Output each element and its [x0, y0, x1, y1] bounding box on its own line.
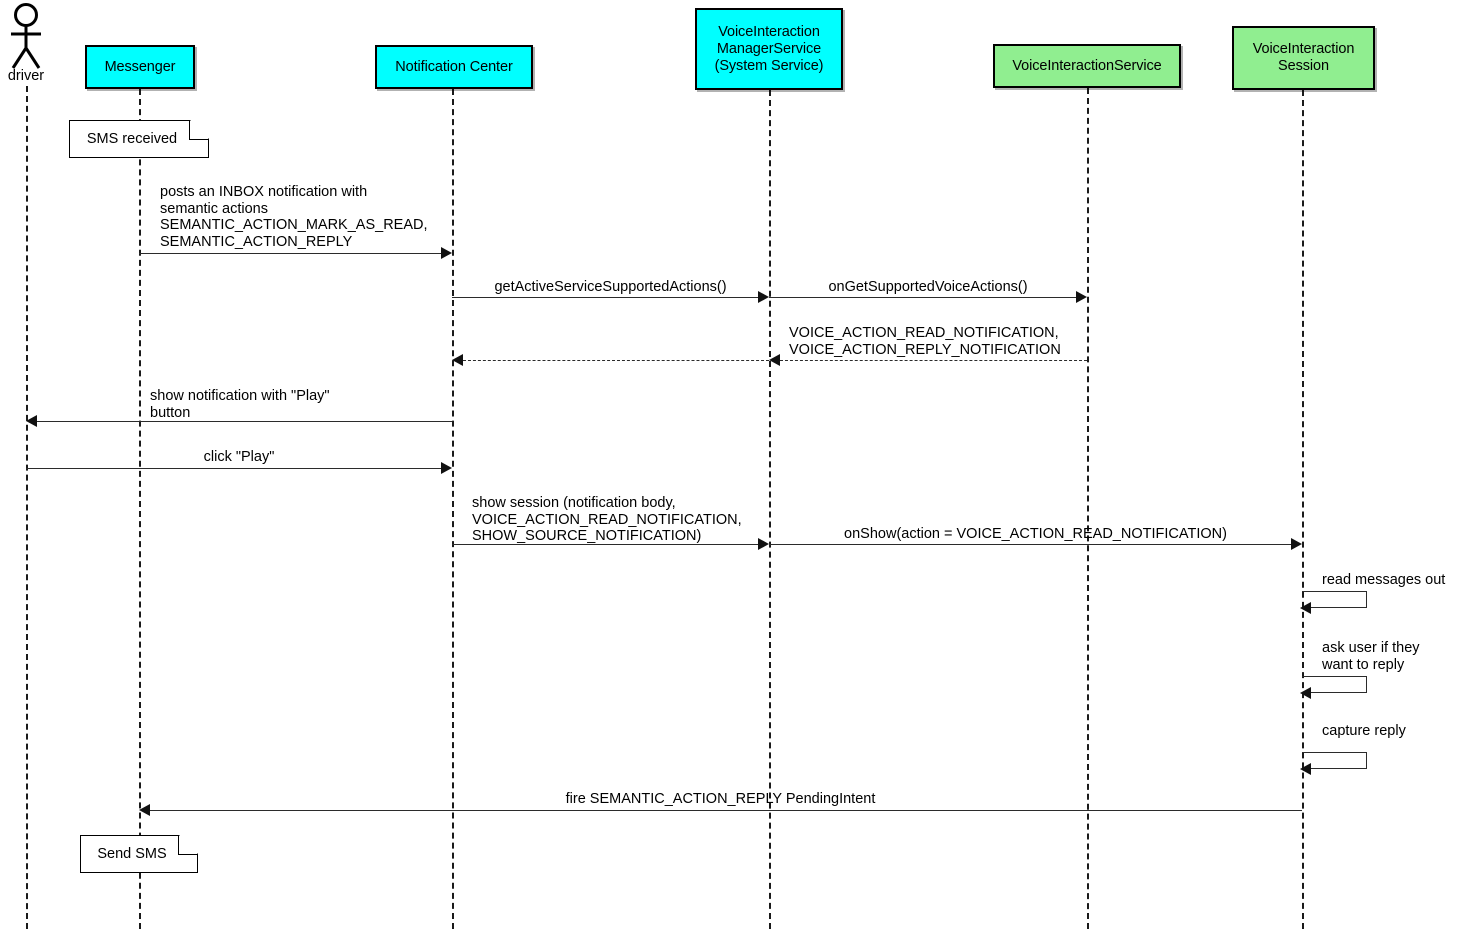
message-line-fire-semantic-action-reply-pending-intent [150, 810, 1302, 811]
selfcall-arrowhead-read-messages-out [1300, 602, 1311, 614]
message-label-return-voice-actions: VOICE_ACTION_READ_NOTIFICATION, VOICE_AC… [789, 325, 1061, 358]
driver-actor[interactable] [2, 2, 50, 72]
selfcall-label-ask-user-if-they-want-to-reply: ask user if they want to reply [1322, 640, 1420, 673]
message-line-on-show [769, 544, 1291, 545]
message-label-on-get-supported-voice-actions: onGetSupportedVoiceActions() [828, 279, 1028, 295]
message-line-return-voice-actions-to-vims [780, 360, 1087, 361]
lifeline-voice-interaction-service [1087, 88, 1089, 929]
note-sms-received: SMS received [69, 119, 210, 158]
participant-messenger-label: Messenger [104, 58, 176, 75]
participant-notification-center[interactable]: Notification Center [375, 45, 533, 89]
lifeline-messenger [139, 89, 141, 929]
message-line-get-active-service-supported-actions [452, 297, 758, 298]
participant-voice-interaction-service[interactable]: VoiceInteractionService [993, 44, 1181, 88]
message-arrowhead-on-show [1291, 538, 1302, 550]
message-line-return-voice-actions-to-notification-center [463, 360, 769, 361]
participant-voice-interaction-manager-service-label: VoiceInteraction ManagerService (System … [714, 23, 824, 74]
note-fold-corner-icon [189, 119, 210, 140]
message-arrowhead-on-get-supported-voice-actions [1076, 291, 1087, 303]
message-line-post-inbox-notification [139, 253, 441, 254]
participant-voice-interaction-service-label: VoiceInteractionService [1012, 57, 1162, 74]
note-sms-received-label: SMS received [86, 131, 178, 147]
message-arrowhead-return-voice-actions-to-vims [769, 354, 780, 366]
selfcall-label-read-messages-out: read messages out [1322, 572, 1446, 588]
message-label-post-inbox-notification: posts an INBOX notification with semanti… [160, 184, 428, 250]
selfcall-arrowhead-capture-reply [1300, 763, 1311, 775]
message-arrowhead-show-session [758, 538, 769, 550]
note-send-sms-label: Send SMS [97, 846, 167, 862]
note-send-sms: Send SMS [80, 834, 199, 873]
message-line-show-notification-with-play [37, 421, 452, 422]
participant-voice-interaction-manager-service[interactable]: VoiceInteraction ManagerService (System … [695, 8, 843, 90]
lifeline-voice-interaction-session [1302, 90, 1304, 929]
message-arrowhead-return-voice-actions-to-notification-center [452, 354, 463, 366]
message-line-click-play [26, 468, 441, 469]
message-label-click-play: click "Play" [203, 449, 275, 465]
message-arrowhead-get-active-service-supported-actions [758, 291, 769, 303]
message-label-show-notification-with-play: show notification with "Play" button [150, 388, 330, 421]
participant-voice-interaction-session[interactable]: VoiceInteraction Session [1232, 26, 1375, 90]
selfcall-box-capture-reply [1302, 752, 1367, 769]
note-fold-corner-icon [178, 834, 199, 855]
selfcall-box-read-messages-out [1302, 591, 1367, 608]
selfcall-arrowhead-ask-user-if-they-want-to-reply [1300, 687, 1311, 699]
driver-actor-label: driver [7, 68, 45, 84]
lifeline-driver [26, 86, 28, 929]
message-line-show-session [452, 544, 758, 545]
message-label-on-show: onShow(action = VOICE_ACTION_READ_NOTIFI… [844, 526, 1227, 542]
selfcall-label-capture-reply: capture reply [1322, 723, 1406, 739]
participant-messenger[interactable]: Messenger [85, 45, 195, 89]
message-arrowhead-show-notification-with-play [26, 415, 37, 427]
message-label-show-session: show session (notification body, VOICE_A… [472, 495, 742, 544]
actor-stick-figure-icon [11, 3, 41, 69]
message-label-fire-semantic-action-reply-pending-intent: fire SEMANTIC_ACTION_REPLY PendingIntent [565, 791, 876, 807]
lifeline-notification-center [452, 89, 454, 929]
message-label-get-active-service-supported-actions: getActiveServiceSupportedActions() [494, 279, 727, 295]
message-arrowhead-click-play [441, 462, 452, 474]
message-arrowhead-fire-semantic-action-reply-pending-intent [139, 804, 150, 816]
participant-notification-center-label: Notification Center [395, 58, 513, 75]
participant-voice-interaction-session-label: VoiceInteraction Session [1252, 41, 1355, 74]
message-line-on-get-supported-voice-actions [769, 297, 1076, 298]
message-arrowhead-post-inbox-notification [441, 247, 452, 259]
lifeline-voice-interaction-manager-service [769, 90, 771, 929]
selfcall-box-ask-user-if-they-want-to-reply [1302, 676, 1367, 693]
